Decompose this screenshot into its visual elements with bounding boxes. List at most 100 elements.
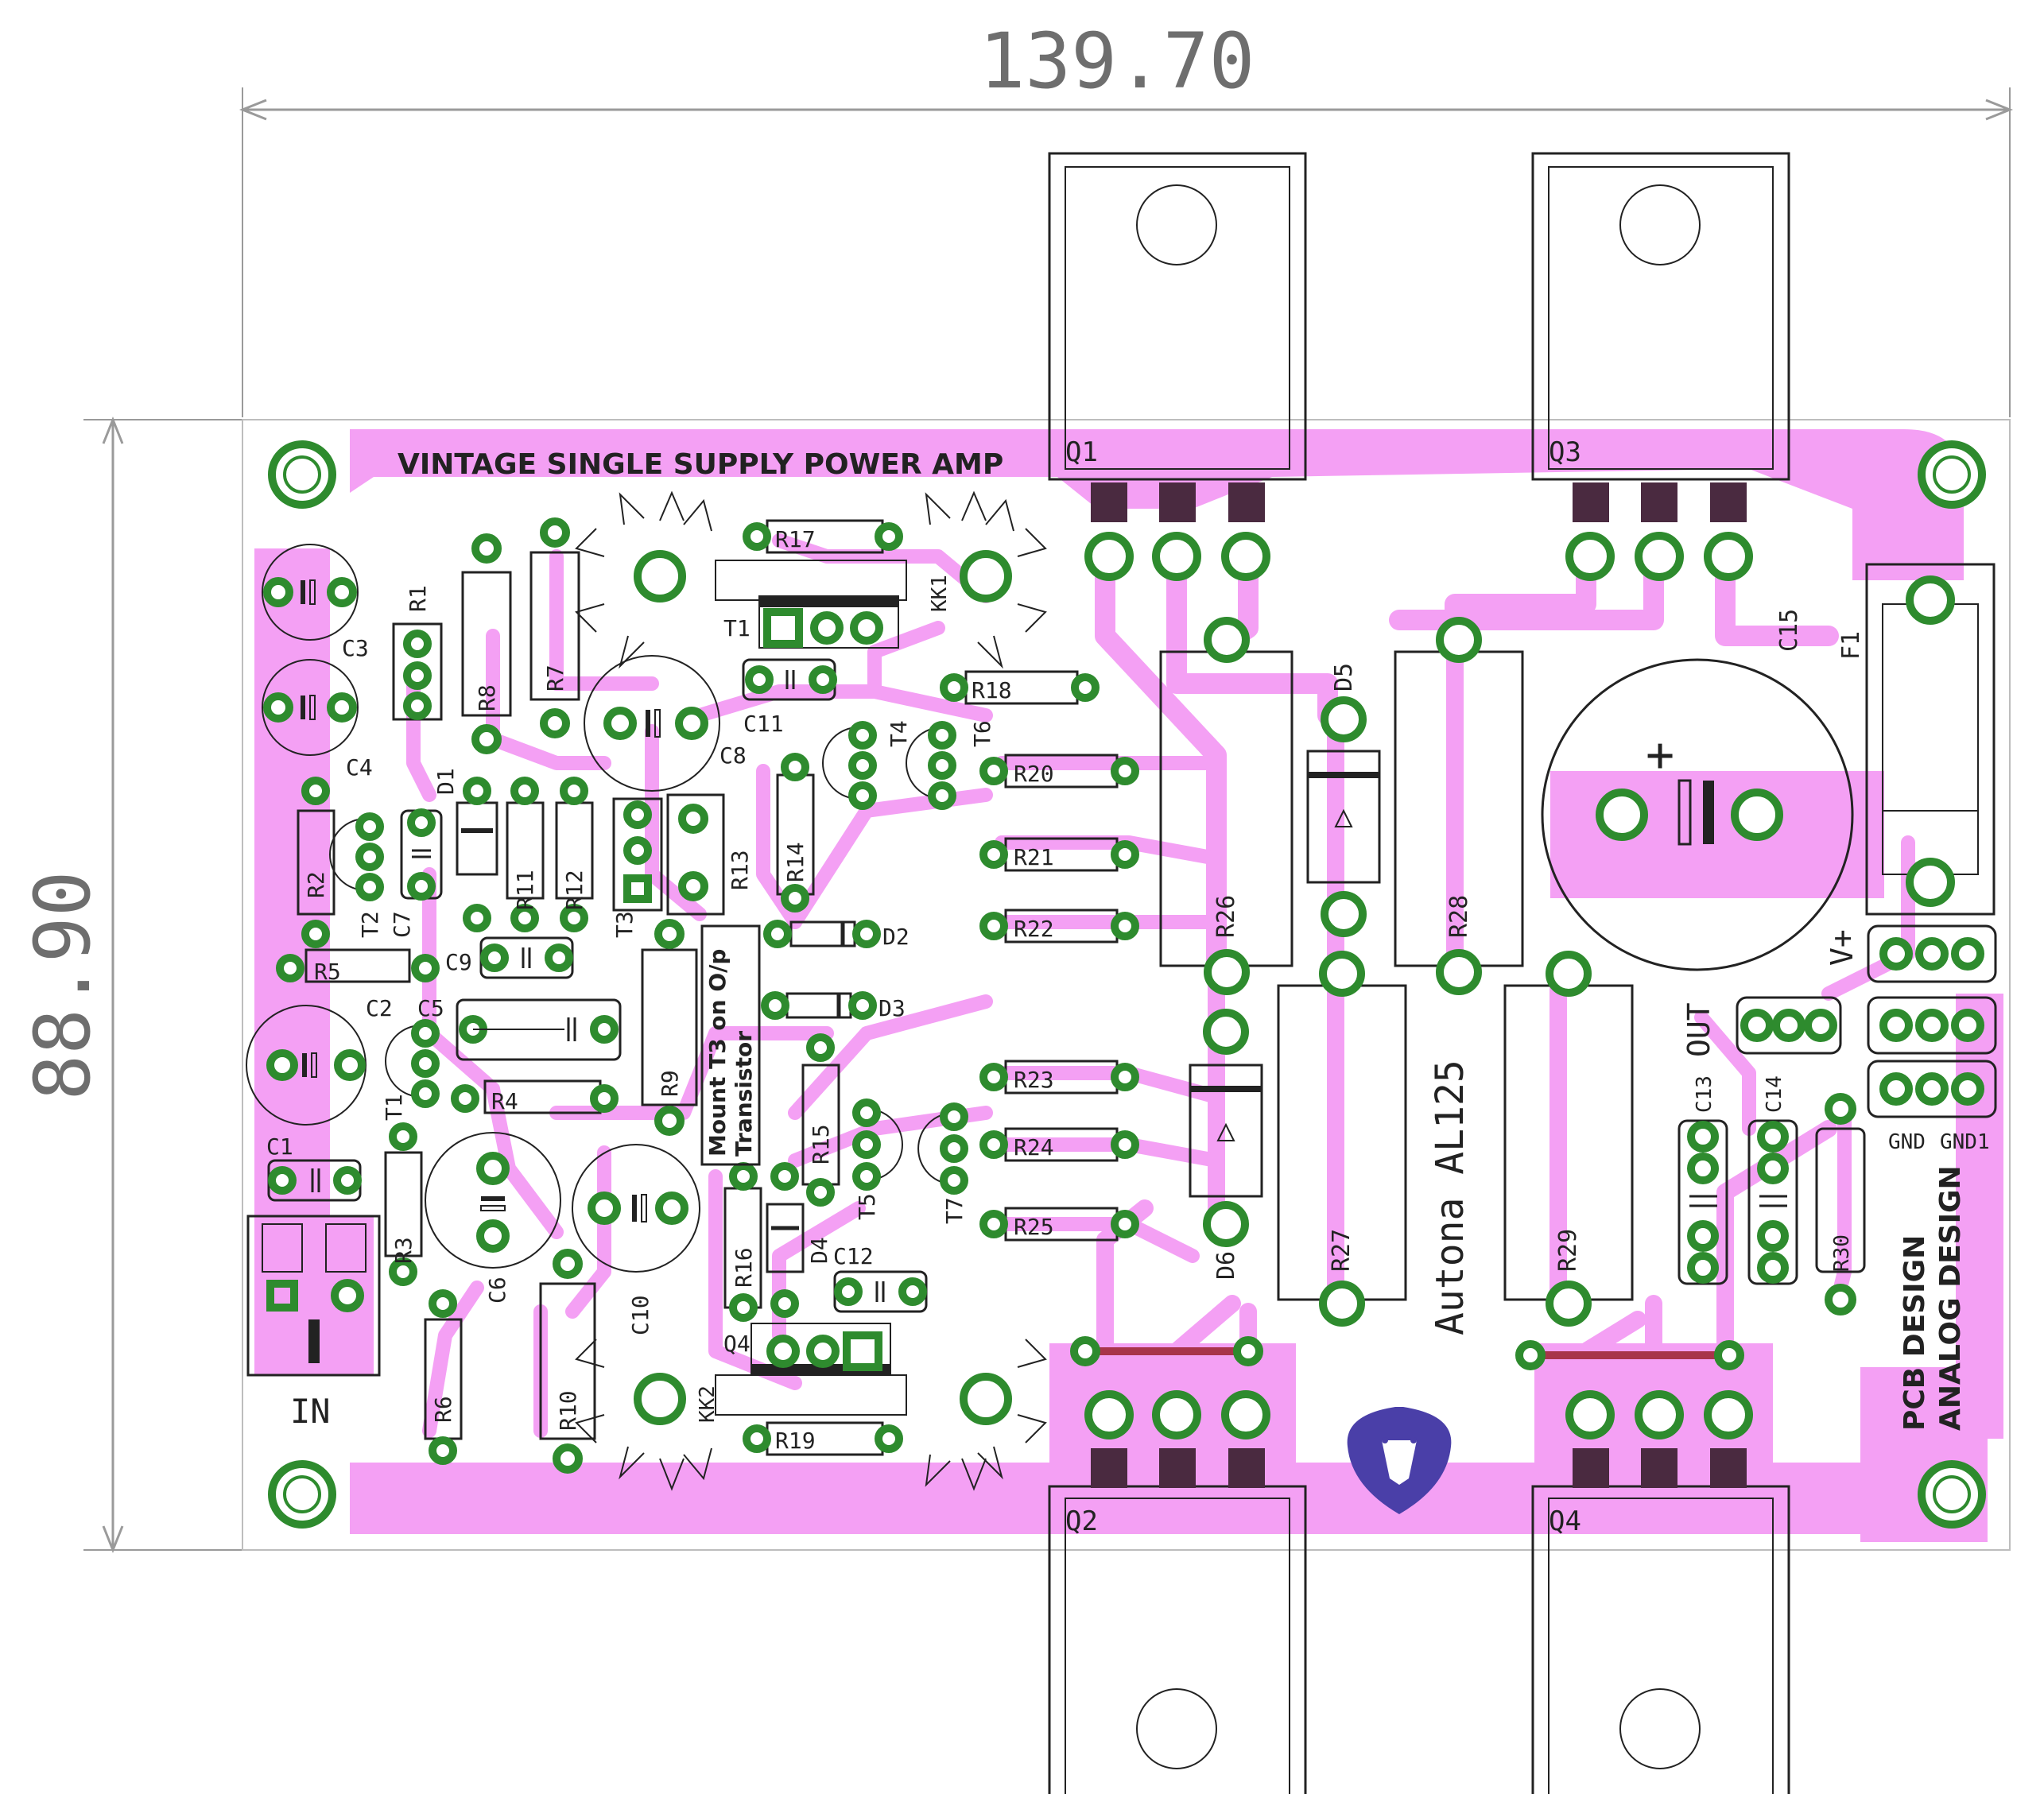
- r29-label: R29: [1554, 1229, 1582, 1272]
- q3-label: Q3: [1549, 436, 1581, 468]
- c14-label: C14: [1763, 1075, 1786, 1113]
- transistor-t3: T3: [611, 797, 663, 938]
- r17-label: R17: [775, 526, 816, 552]
- capacitor-c2-c5-block: C2 C5: [366, 995, 622, 1061]
- c13-label: C13: [1693, 1075, 1716, 1113]
- capacitor-c11: C11: [742, 658, 837, 737]
- q1-label: Q1: [1065, 436, 1098, 468]
- out-label: OUT: [1681, 1002, 1716, 1057]
- capacitor-c13: C13: [1677, 1075, 1728, 1285]
- capacitor-c6: C6: [425, 1132, 561, 1304]
- resistor-r19: R19: [743, 1421, 903, 1456]
- resistor-r9: R9: [641, 919, 698, 1136]
- t9-label: T7: [941, 1197, 968, 1224]
- transistor-q3: Q3: [1531, 152, 1790, 581]
- r1-label: R1: [405, 585, 431, 612]
- t8-label: T6: [969, 720, 995, 747]
- heatsink-kk1: KK1: [575, 490, 1047, 669]
- c2-label: C2: [366, 995, 393, 1021]
- mount-note-line2: Transistor: [731, 1031, 757, 1157]
- transistor-t7: T5: [852, 1098, 903, 1220]
- transistor-q4: Q4: [1531, 1390, 1790, 1794]
- c5-label: C5: [417, 995, 444, 1021]
- terminal-out: OUT: [1681, 996, 1842, 1057]
- footer-line2: ANALOG DESIGN: [1934, 1165, 1967, 1431]
- r24-label: R24: [1014, 1134, 1054, 1160]
- jumpers: [1070, 1336, 1744, 1370]
- transistor-t9: T7: [917, 1102, 968, 1224]
- r7-label: R7: [542, 665, 568, 692]
- c7-label: C7: [389, 911, 415, 938]
- board-title: VINTAGE SINGLE SUPPLY POWER AMP: [398, 448, 1003, 481]
- r23-label: R23: [1014, 1067, 1054, 1093]
- r25-label: R25: [1014, 1214, 1054, 1240]
- resistor-r6: R6: [424, 1289, 463, 1465]
- r27-label: R27: [1328, 1229, 1356, 1272]
- r14-label: R14: [782, 842, 809, 882]
- resistor-r24: R24: [979, 1127, 1139, 1162]
- heatsink-kk2: KK2: [575, 1339, 1047, 1491]
- kk1-label: KK1: [928, 575, 952, 612]
- t6-label: T4: [886, 720, 912, 747]
- r11-label: R11: [512, 870, 538, 910]
- diode-d1: D1: [432, 768, 498, 932]
- transistor-t8: T6: [906, 720, 995, 810]
- c3-label: C3: [342, 635, 369, 661]
- c8-label: C8: [719, 742, 747, 769]
- resistor-r11: R11: [506, 777, 545, 932]
- d2-label: D2: [882, 924, 910, 950]
- q4-label: Q4: [1549, 1505, 1581, 1537]
- resistor-r10: R10: [539, 1249, 596, 1474]
- r30-label: R30: [1830, 1234, 1854, 1272]
- d4-label: D4: [806, 1237, 832, 1264]
- resistor-r22: R22: [979, 909, 1139, 943]
- transistor-q1: Q1: [1048, 152, 1307, 581]
- capacitor-c15: + C15: [1541, 609, 1854, 971]
- resistor-r30: R30: [1815, 1093, 1866, 1315]
- r13-label: R13: [727, 850, 753, 890]
- resistor-r28: R28: [1394, 617, 1524, 995]
- resistor-r25: R25: [979, 1207, 1139, 1242]
- c6-label: C6: [484, 1277, 510, 1304]
- capacitor-c14: C14: [1747, 1075, 1798, 1285]
- r19-label: R19: [775, 1428, 816, 1454]
- capacitor-c1-electrolytic: [246, 1005, 367, 1126]
- capacitor-c12: C12: [833, 1243, 928, 1313]
- resistor-r23: R23: [979, 1060, 1139, 1095]
- transistor-t4: Q4: [723, 1323, 891, 1376]
- diode-d6: D6: [1189, 1009, 1263, 1280]
- c1-label: C1: [266, 1133, 293, 1160]
- resistor-r15: R15: [801, 1033, 840, 1207]
- height-dimension-label: 88.90: [18, 871, 107, 1101]
- terminal-gnd: GND GND1: [1867, 996, 1997, 1154]
- r15-label: R15: [808, 1124, 834, 1164]
- diode-d3: D3: [761, 991, 906, 1021]
- t4-label: Q4: [723, 1331, 751, 1357]
- resistor-r2: R2: [297, 777, 335, 948]
- c12-label: C12: [833, 1243, 874, 1269]
- capacitor-c3: C3: [262, 544, 369, 661]
- r2-label: R2: [303, 871, 329, 898]
- r26-label: R26: [1212, 895, 1240, 938]
- r9-label: R9: [657, 1070, 683, 1097]
- resistor-r13: R13: [666, 793, 753, 916]
- d1-label: D1: [432, 768, 459, 795]
- c15-plus: +: [1646, 727, 1674, 783]
- r10-label: R10: [555, 1390, 581, 1431]
- resistor-r8: R8: [461, 533, 512, 754]
- transistor-t1: T1: [381, 1019, 440, 1121]
- vplus-label: V+: [1825, 929, 1860, 966]
- r16-label: R16: [731, 1247, 757, 1288]
- resistor-r12: R12: [555, 777, 594, 932]
- resistor-r4: R4: [451, 1079, 619, 1114]
- d6-label: D6: [1212, 1251, 1240, 1280]
- resistor-r21: R21: [979, 837, 1139, 872]
- capacitor-c9: C9: [445, 936, 574, 979]
- kk2-label: KK2: [696, 1385, 719, 1423]
- connector-in: IN: [246, 1215, 381, 1431]
- q2-label: Q2: [1065, 1505, 1098, 1537]
- r3-label: R3: [390, 1237, 417, 1264]
- dimension-height: 88.90: [18, 416, 242, 1554]
- diode-d4: D4: [766, 1162, 832, 1318]
